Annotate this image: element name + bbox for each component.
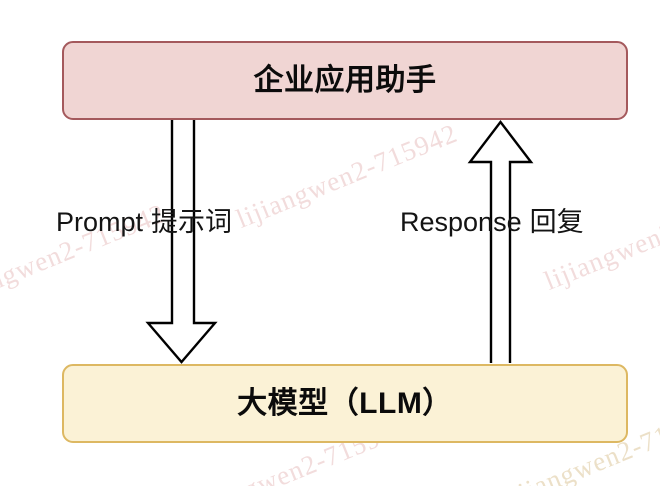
arrow-up-shape	[467, 120, 534, 363]
arrow-down-prompt	[145, 114, 218, 364]
edge-label-prompt-cn: 提示词	[151, 207, 233, 237]
node-enterprise-assistant[interactable]: 企业应用助手	[62, 41, 628, 120]
node-llm[interactable]: 大模型（LLM）	[62, 364, 628, 443]
node-assistant-label: 企业应用助手	[253, 63, 437, 97]
edge-label-response-en: Response	[400, 207, 522, 237]
arrow-down-shape	[145, 114, 218, 364]
edge-label-response-cn: 回复	[529, 207, 584, 237]
node-llm-label: 大模型（LLM）	[237, 386, 453, 420]
edge-label-prompt-en: Prompt	[56, 207, 144, 237]
arrow-up-response	[467, 120, 534, 363]
